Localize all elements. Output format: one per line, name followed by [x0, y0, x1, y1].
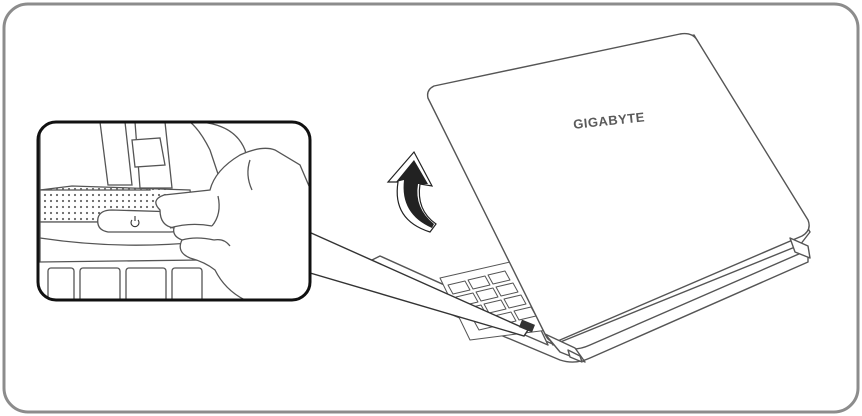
- inset-closeup: [38, 122, 315, 302]
